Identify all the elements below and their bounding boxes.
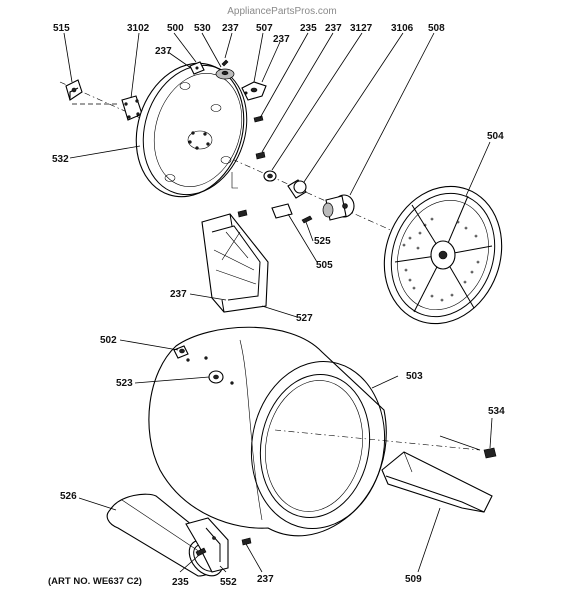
- label-526: 526: [60, 491, 77, 502]
- label-508: 508: [428, 23, 445, 34]
- part-3127-washer: [263, 170, 277, 182]
- part-235-screw-a: [253, 115, 264, 123]
- label-237-e: 237: [170, 289, 187, 300]
- label-3106: 3106: [391, 23, 414, 34]
- label-523: 523: [116, 378, 133, 389]
- watermark: AppliancePartsPros.com: [227, 6, 337, 17]
- part-503-drum: [148, 326, 481, 537]
- art-number: (ART NO. WE637 C2): [48, 576, 142, 587]
- label-509: 509: [405, 574, 422, 585]
- leader-lines: [63, 32, 493, 573]
- part-508-shaft: [322, 194, 355, 221]
- label-502: 502: [100, 335, 117, 346]
- part-504-rear-seal: [383, 185, 503, 325]
- label-515: 515: [53, 23, 70, 34]
- part-507-housing: [241, 81, 267, 101]
- part-237-screw-a: [221, 59, 229, 67]
- label-532: 532: [52, 154, 69, 165]
- label-527: 527: [296, 313, 313, 324]
- part-237-screw-b: [255, 151, 266, 160]
- part-502-stud: [173, 345, 189, 359]
- part-532-rear-bulkhead: [135, 62, 248, 198]
- part-505-pad: [271, 203, 293, 219]
- part-525-screw: [301, 215, 313, 224]
- label-507: 507: [256, 23, 273, 34]
- label-237-d: 237: [273, 34, 290, 45]
- label-504: 504: [487, 131, 504, 142]
- part-509-baffle: [381, 451, 493, 513]
- label-3102: 3102: [127, 23, 150, 34]
- label-237-f: 237: [257, 574, 274, 585]
- label-503: 503: [406, 371, 423, 382]
- part-237-screw-e: [237, 209, 248, 218]
- label-500: 500: [167, 23, 184, 34]
- part-527-bracket: [201, 213, 269, 313]
- label-237-a: 237: [222, 23, 239, 34]
- part-530-bearing: [215, 68, 235, 80]
- label-552: 552: [220, 577, 237, 588]
- label-235-b: 235: [172, 577, 189, 588]
- part-235-screw-b: [195, 547, 207, 557]
- part-523-roller: [208, 370, 224, 384]
- part-3106-spacer: [287, 179, 307, 199]
- part-534-screw: [439, 435, 497, 459]
- part-515-bracket: [65, 79, 83, 101]
- part-3102-plate: [121, 95, 143, 121]
- part-500-clip: [189, 61, 205, 75]
- label-530: 530: [194, 23, 211, 34]
- label-237-c: 237: [155, 46, 172, 57]
- part-237-screw-f: [241, 537, 252, 546]
- callout-labels: 515 3102 500 530 237 507 235 237 3127 31…: [52, 23, 505, 588]
- label-237-b: 237: [325, 23, 342, 34]
- label-3127: 3127: [350, 23, 373, 34]
- part-552-bracket: [185, 517, 229, 573]
- label-505: 505: [316, 260, 333, 271]
- label-525: 525: [314, 236, 331, 247]
- label-235-a: 235: [300, 23, 317, 34]
- label-534: 534: [488, 406, 505, 417]
